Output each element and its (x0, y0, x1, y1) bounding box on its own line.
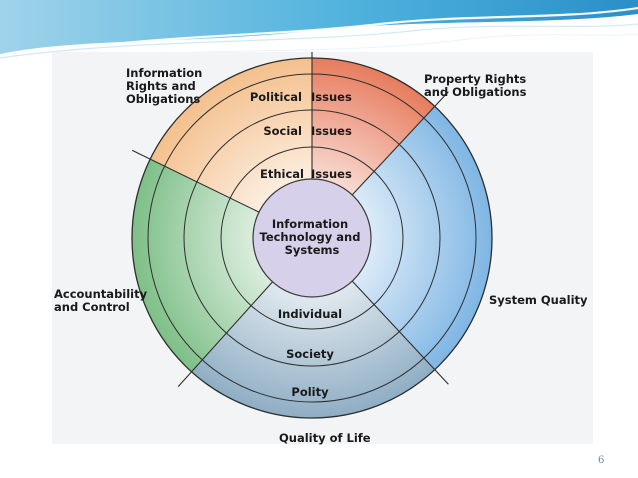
sector-information-rights-shade (150, 58, 312, 238)
sector-quality-of-life-shade (191, 238, 435, 418)
center-circle (252, 178, 372, 298)
label-system-quality: System Quality (489, 293, 588, 307)
divider-3 (177, 281, 273, 387)
divider-1 (351, 91, 449, 196)
divider-4 (132, 149, 260, 213)
divider-2 (351, 280, 449, 385)
slide-header-swoosh (0, 0, 638, 60)
ring-label-political-issues: Issues (311, 90, 352, 104)
ring-label-society: Society (286, 347, 334, 361)
ring-label-individual: Individual (278, 307, 342, 321)
center-label: Information Technology and Systems (260, 217, 365, 257)
ring-label-ethical-issues: Issues (311, 167, 352, 181)
ethics-diagram: Information Technology and Systems Polit… (131, 52, 493, 419)
ring-label-social-issues: Issues (311, 124, 352, 138)
ring-label-ethical: Ethical (260, 167, 304, 181)
label-property-rights: Property Rights and Obligations (424, 72, 527, 99)
sector-system-quality-shade (312, 106, 492, 370)
label-information-rights: Information Rights and Obligations (126, 66, 203, 106)
sector-accountability-shade (131, 159, 312, 372)
ring-label-political: Political (250, 90, 302, 104)
label-quality-of-life: Quality of Life (279, 431, 371, 445)
ring-label-polity: Polity (291, 385, 329, 399)
label-accountability: Accountability and Control (54, 287, 148, 314)
sector-dividers (132, 52, 449, 387)
diagram-panel: Information Technology and Systems Polit… (52, 52, 593, 444)
page-number: 6 (598, 455, 605, 466)
ring-label-social: Social (263, 124, 302, 138)
